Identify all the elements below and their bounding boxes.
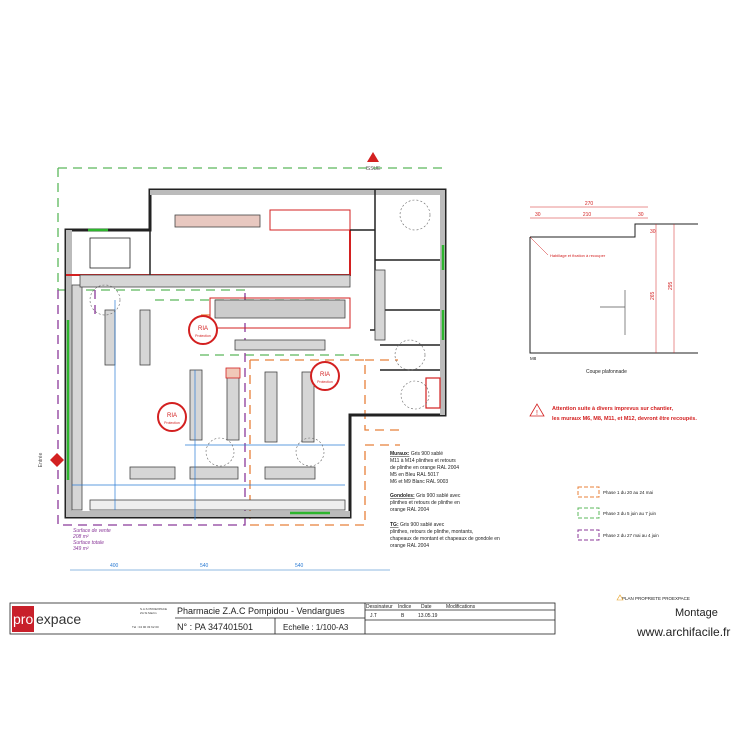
svg-text:Date: Date: [421, 604, 432, 610]
phase-3-zone: [57, 167, 445, 356]
shelving: [71, 214, 386, 511]
warning: ! Attention suite à divers imprevus sur …: [529, 403, 697, 422]
entrance-marker: Entrée: [38, 452, 64, 467]
svg-text:Entrée: Entrée: [38, 452, 44, 467]
project-title: Pharmacie Z.A.C Pompidou - Vendargues: [177, 606, 345, 616]
dim-1: 400: [110, 563, 119, 569]
svg-text:orange RAL 2004: orange RAL 2004: [390, 507, 429, 513]
svg-text:Gondoles: Gris 900 sablé avec: Gondoles: Gris 900 sablé avec: [390, 493, 461, 499]
ria-markers: RIA Protection RIA Protection RIA Protectio…: [157, 315, 340, 432]
exit-marker: ISSUE: [365, 152, 381, 172]
svg-text:30: 30: [638, 212, 644, 218]
phase-zones: [57, 167, 445, 526]
svg-text:S.A.S PROEXPACE: S.A.S PROEXPACE: [140, 607, 167, 611]
svg-text:Habillage et fixation à recoup: Habillage et fixation à recouper: [550, 253, 606, 258]
svg-text:Protection: Protection: [317, 380, 333, 384]
svg-text:ISSUE: ISSUE: [365, 166, 381, 172]
svg-text:M11 à M14 plinthes et retours: M11 à M14 plinthes et retours: [390, 458, 456, 464]
svg-text:Phase 3 du 5 juin au 7 juin: Phase 3 du 5 juin au 7 juin: [603, 511, 657, 516]
svg-text:les muraux M6, M8, M11, et M12: les muraux M6, M8, M11, et M12, devront …: [552, 416, 697, 422]
section-detail: 270 30 210 30 30 265 295 Habillage et fi…: [529, 201, 698, 375]
door-swings: [89, 199, 431, 467]
dimension-lines: [70, 300, 390, 571]
svg-text:!: !: [536, 410, 538, 417]
section-caption: Coupe plafonnade: [586, 369, 627, 375]
svg-text:Attention suite à divers impre: Attention suite à divers imprevus sur ch…: [552, 406, 674, 412]
svg-text:30: 30: [650, 229, 656, 235]
svg-text:Protection: Protection: [164, 421, 180, 425]
svg-text:Dessinateur: Dessinateur: [366, 604, 393, 610]
svg-text:Surface de vente: Surface de vente: [73, 528, 111, 534]
svg-text:13.05.19: 13.05.19: [418, 613, 438, 619]
phase-2-zone: [57, 290, 246, 526]
svg-text:N° : PA 347401501: N° : PA 347401501: [177, 622, 253, 632]
surface-info: Surface de vente 208 m² Surface totale 3…: [72, 528, 111, 552]
svg-text:de plinthe en orange RAL 2004: de plinthe en orange RAL 2004: [390, 465, 459, 471]
svg-text:Phase 1 du 20 au 24 mai: Phase 1 du 20 au 24 mai: [603, 490, 653, 495]
svg-text:PLAN PROPRIETE PROEXPACE: PLAN PROPRIETE PROEXPACE: [622, 596, 690, 601]
finish-notes: Muraux: Gris 900 sablé M11 à M14 plinthe…: [390, 451, 500, 549]
svg-text:30: 30: [535, 212, 541, 218]
svg-text:TG: Gris 900 sablé avec: TG: Gris 900 sablé avec: [390, 522, 445, 528]
svg-text:Tél : 04 90 33 62 00: Tél : 04 90 33 62 00: [132, 625, 159, 629]
svg-text:J.T: J.T: [370, 613, 377, 619]
ria-3: RIA Protection: [310, 361, 340, 391]
svg-text:chapeaux de montant et chapeau: chapeaux de montant et chapeaux de gondo…: [390, 536, 500, 542]
svg-text:Surface totale: Surface totale: [73, 540, 104, 546]
ria-1: RIA Protection: [188, 315, 218, 345]
building-walls: [64, 188, 447, 519]
warning-icon: [529, 403, 545, 417]
svg-text:expace: expace: [36, 611, 81, 627]
svg-text:ZA St Martin: ZA St Martin: [140, 611, 157, 615]
svg-text:Muraux: Gris 900 sablé: Muraux: Gris 900 sablé: [390, 451, 443, 457]
svg-text:M6 et M9 Blanc RAL 9003: M6 et M9 Blanc RAL 9003: [390, 479, 448, 485]
svg-text:Montage: Montage: [675, 607, 718, 619]
svg-text:Modifications: Modifications: [446, 604, 476, 610]
svg-text:208 m²: 208 m²: [72, 534, 89, 540]
svg-text:270: 270: [585, 201, 594, 207]
svg-text:Echelle : 1/100-A3: Echelle : 1/100-A3: [283, 623, 349, 632]
svg-text:210: 210: [583, 212, 592, 218]
dim-3: 540: [295, 563, 304, 569]
svg-text:B: B: [401, 613, 405, 619]
svg-text:RIA: RIA: [198, 326, 208, 332]
svg-text:Indice: Indice: [398, 604, 412, 610]
svg-text:265: 265: [650, 291, 656, 300]
svg-text:295: 295: [668, 281, 674, 290]
svg-text:plinthes, retours de plinthe,: plinthes, retours de plinthe, montants,: [390, 529, 473, 535]
title-block: PLAN PROPRIETE PROEXPACE pro expace S.A.…: [9, 594, 730, 639]
svg-text:RIA: RIA: [320, 372, 330, 378]
svg-text:RIA: RIA: [167, 413, 177, 419]
svg-text:orange RAL 2004: orange RAL 2004: [390, 543, 429, 549]
watermark: www.archifacile.fr: [636, 625, 730, 639]
dim-2: 540: [200, 563, 209, 569]
svg-text:plinthes et retours de plinthe: plinthes et retours de plinthe en: [390, 500, 460, 506]
svg-text:M8: M8: [530, 356, 537, 361]
phase-legend: Phase 1 du 20 au 24 mai Phase 3 du 5 jui…: [577, 486, 659, 541]
phase-1-zone: [200, 314, 400, 526]
bottom-dimensions: 400 540 540: [110, 563, 304, 569]
wall-fill: [66, 190, 445, 517]
svg-text:349 m²: 349 m²: [73, 546, 89, 552]
svg-text:Protection: Protection: [195, 334, 211, 338]
ria-2: RIA Protection: [157, 402, 187, 432]
logo: [12, 606, 34, 632]
svg-text:Phase 2 du 27 mai au 4 juin: Phase 2 du 27 mai au 4 juin: [603, 533, 659, 538]
svg-text:pro: pro: [13, 611, 33, 627]
glazing: [66, 228, 445, 515]
svg-text:M5 en Bleu RAL 5017: M5 en Bleu RAL 5017: [390, 472, 439, 478]
